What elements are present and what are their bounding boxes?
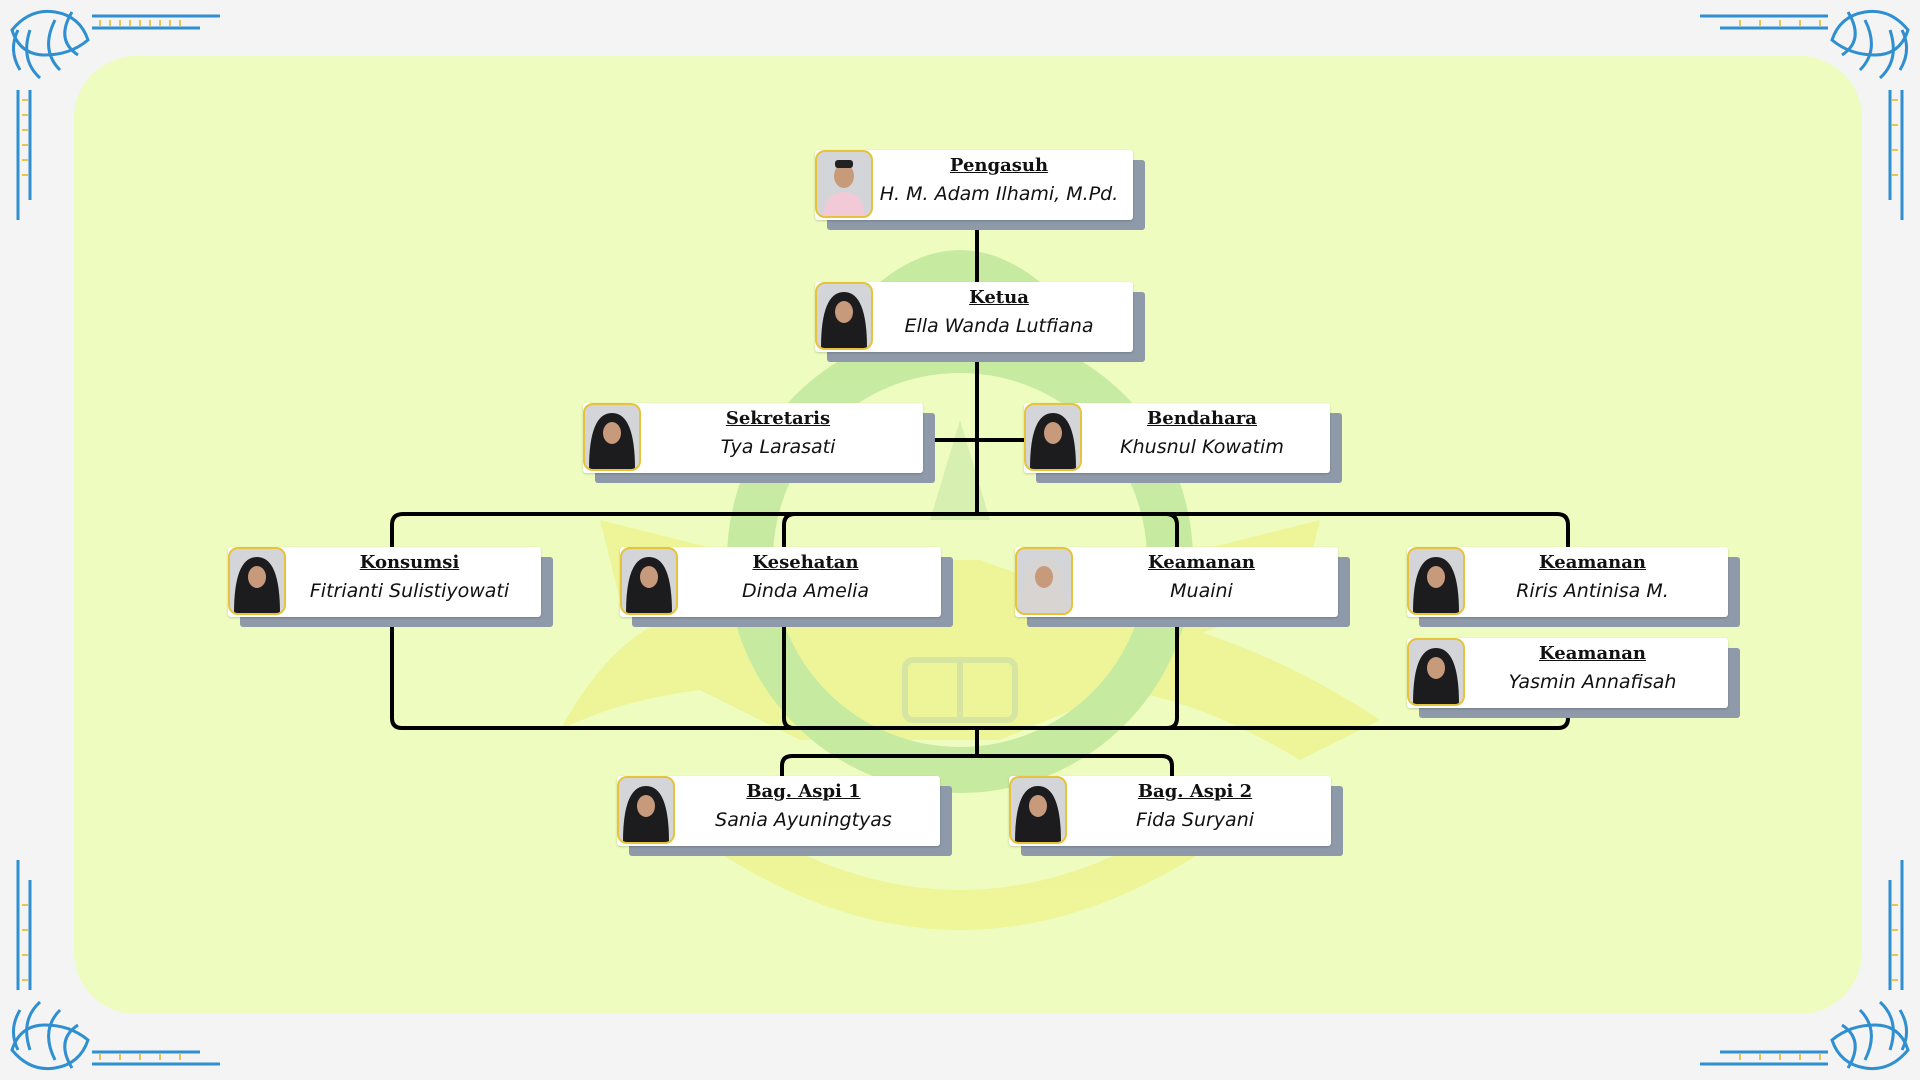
- person-photo-icon: [617, 776, 675, 844]
- person-photo-icon: [1015, 547, 1073, 615]
- card-aspi-1: Bag. Aspi 1 Sania Ayuningtyas: [617, 776, 952, 856]
- role-label: Bag. Aspi 1: [746, 781, 861, 802]
- person-photo-icon: [1407, 547, 1465, 615]
- person-photo-icon: [620, 547, 678, 615]
- bottom-right-floral-corner-ornament: [1700, 860, 1910, 1071]
- top-left-floral-corner-ornament: [10, 9, 220, 220]
- person-photo-icon: [1009, 776, 1067, 844]
- person-name: Riris Antinisa M.: [1516, 580, 1669, 602]
- role-label: Konsumsi: [359, 552, 460, 573]
- card-aspi-2: Bag. Aspi 2 Fida Suryani: [1009, 776, 1343, 856]
- person-photo-icon: [815, 150, 873, 218]
- person-photo-icon: [1024, 403, 1082, 471]
- person-photo-icon: [1407, 638, 1465, 706]
- person-name: H. M. Adam Ilhami, M.Pd.: [879, 183, 1119, 205]
- role-label: Ketua: [969, 287, 1029, 308]
- person-photo-icon: [815, 282, 873, 350]
- card-pengasuh: Pengasuh H. M. Adam Ilhami, M.Pd.: [815, 150, 1145, 230]
- person-name: Sania Ayuningtyas: [715, 809, 892, 831]
- person-name: Muaini: [1170, 580, 1233, 602]
- person-photo-icon: [228, 547, 286, 615]
- role-label: Bag. Aspi 2: [1137, 781, 1253, 802]
- person-name: Khusnul Kowatim: [1120, 436, 1284, 458]
- person-name: Fitrianti Sulistiyowati: [309, 580, 510, 602]
- role-label: Keamanan: [1148, 552, 1255, 573]
- person-name: Fida Suryani: [1135, 809, 1255, 831]
- person-name: Tya Larasati: [720, 436, 836, 458]
- person-photo-icon: [583, 403, 641, 471]
- bottom-left-floral-corner-ornament: [10, 860, 220, 1071]
- person-name: Yasmin Annafisah: [1508, 671, 1677, 693]
- role-label: Sekretaris: [725, 408, 831, 429]
- role-label: Bendahara: [1147, 408, 1257, 429]
- role-label: Keamanan: [1539, 643, 1646, 664]
- role-label: Kesehatan: [752, 552, 859, 573]
- top-right-floral-corner-ornament: [1700, 9, 1910, 220]
- person-name: Dinda Amelia: [741, 580, 870, 602]
- role-label: Pengasuh: [949, 155, 1049, 176]
- role-label: Keamanan: [1539, 552, 1646, 573]
- person-name: Ella Wanda Lutfiana: [904, 315, 1094, 337]
